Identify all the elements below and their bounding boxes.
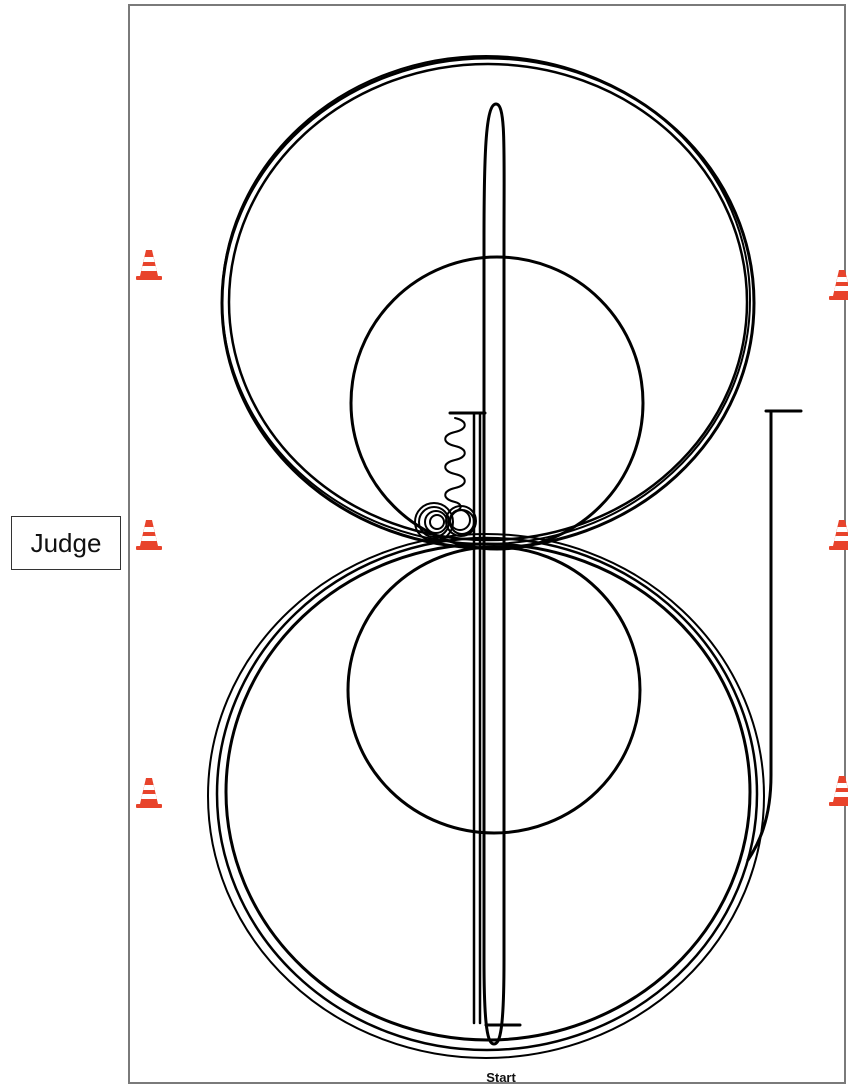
- serpentine-squiggle: [445, 418, 465, 510]
- upper-small-circle: [351, 257, 643, 549]
- lower-large-circle: [208, 534, 764, 1058]
- traffic-cone-icon: [829, 270, 848, 300]
- spin-circles: [415, 503, 476, 541]
- traffic-cone-icon: [136, 520, 162, 550]
- judge-label: Judge: [11, 516, 121, 570]
- center-long-oval: [484, 104, 504, 1044]
- traffic-cone-icon: [136, 778, 162, 808]
- traffic-cone-icon: [829, 520, 848, 550]
- traffic-cone-icon: [829, 776, 848, 806]
- start-label: Start: [466, 1071, 536, 1085]
- lower-small-circle: [348, 547, 640, 833]
- traffic-cone-icon: [136, 250, 162, 280]
